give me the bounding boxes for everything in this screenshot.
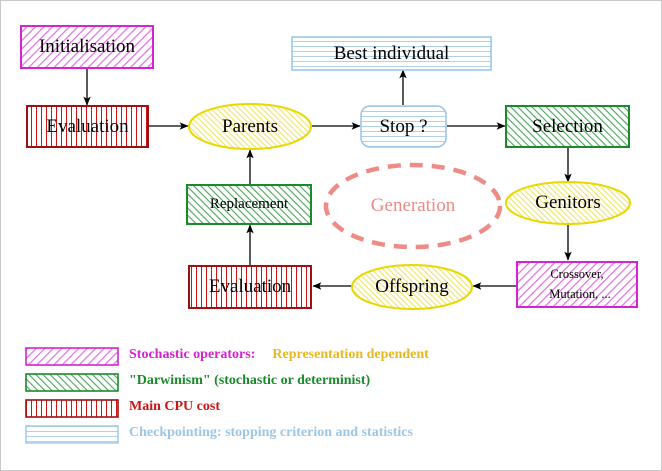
node-offspring	[351, 264, 473, 310]
legend-text-representation-dependent: Representation dependent	[272, 347, 429, 362]
legend-row-stochastic-operators: Stochastic operators: Representation dep…	[129, 347, 429, 363]
node-selection	[505, 105, 630, 148]
label-generation: Generation	[370, 195, 456, 216]
legend-swatch-green-diagonal-hatch	[25, 373, 119, 392]
legend-text-stochastic-operators: Stochastic operators:	[129, 347, 256, 362]
legend-swatch-red-vertical-hatch	[25, 399, 119, 418]
node-parents	[188, 103, 312, 150]
node-best-individual	[291, 36, 492, 71]
node-operators	[516, 261, 638, 308]
legend-swatch-magenta-diagonal-hatch	[25, 347, 119, 366]
node-replacement	[186, 184, 312, 225]
node-initialisation	[20, 25, 154, 69]
node-genitors	[505, 181, 631, 225]
legend-text-main-cpu-cost: Main CPU cost	[129, 399, 220, 414]
node-stop	[360, 105, 447, 148]
legend-text-darwinism: "Darwinism" (stochastic or determinist)	[129, 373, 371, 388]
node-generation	[323, 162, 503, 250]
legend-text-checkpointing: Checkpointing: stopping criterion and st…	[129, 425, 413, 440]
node-evaluation-top	[26, 105, 149, 148]
node-evaluation-bottom	[188, 265, 312, 309]
legend-swatch-blue-horizontal-hatch	[25, 425, 119, 444]
